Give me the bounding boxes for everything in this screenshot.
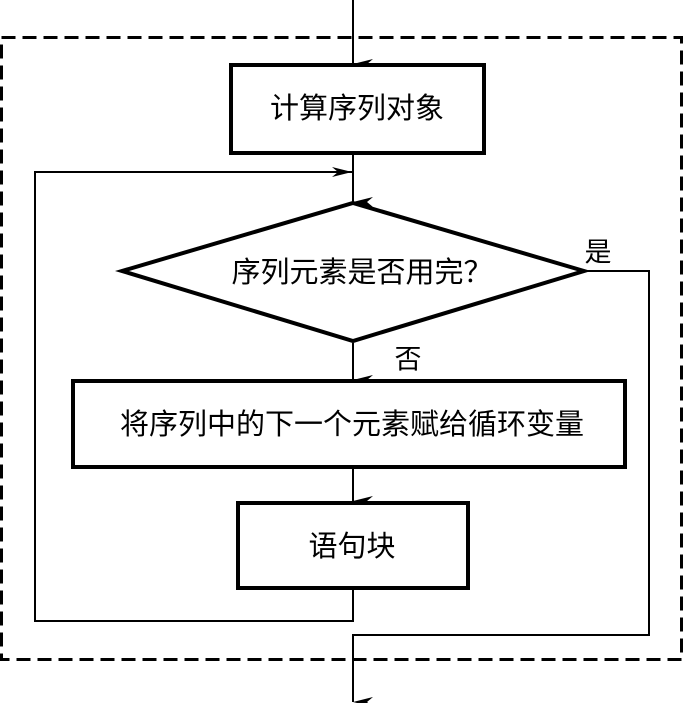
assign-box bbox=[71, 379, 627, 469]
decision-diamond bbox=[115, 200, 591, 344]
exit-path-line bbox=[352, 270, 650, 703]
loop-container-dashed bbox=[0, 36, 683, 661]
compute-label: 计算序列对象 bbox=[270, 91, 444, 125]
block-label: 语句块 bbox=[308, 529, 395, 563]
decision-label: 序列元素是否用完？ bbox=[231, 255, 492, 289]
decision-node[interactable]: 序列元素是否用完？ bbox=[115, 200, 591, 344]
loop-back-line bbox=[34, 167, 354, 622]
assign-label: 将序列中的下一个元素赋给循环变量 bbox=[120, 407, 584, 441]
yes-label: 是 bbox=[585, 238, 612, 269]
block-node[interactable]: 语句块 bbox=[236, 501, 470, 590]
compute-box bbox=[229, 63, 486, 155]
assign-node[interactable]: 将序列中的下一个元素赋给循环变量 bbox=[71, 379, 627, 469]
no-label: 否 bbox=[395, 345, 422, 376]
block-box bbox=[236, 501, 470, 590]
compute-node[interactable]: 计算序列对象 bbox=[229, 63, 486, 155]
